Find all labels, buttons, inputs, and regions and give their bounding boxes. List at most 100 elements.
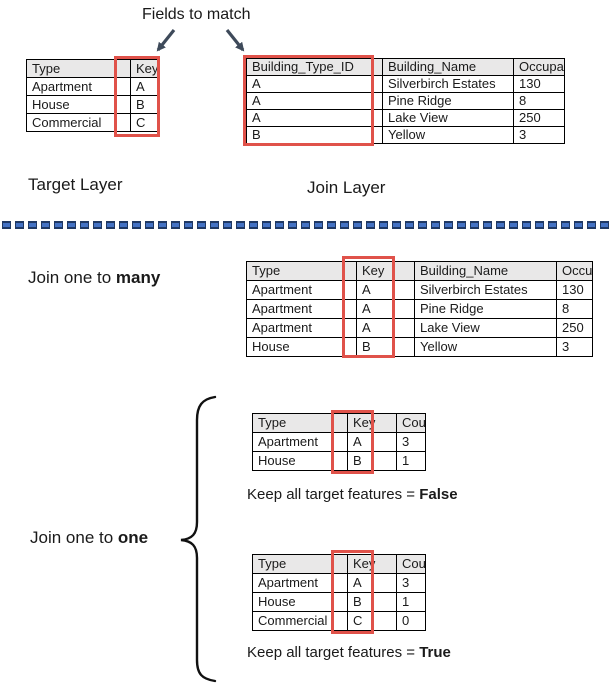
table-cell: Apartment — [252, 432, 348, 452]
table-cell: Commercial — [252, 611, 348, 631]
arrow-left-icon — [156, 29, 176, 52]
table-cell: 3 — [396, 573, 426, 593]
table-cell: A — [356, 280, 415, 300]
column-header: Occupants — [513, 58, 565, 76]
table-cell: Apartment — [26, 77, 131, 96]
header-row: TypeKeyCount — [252, 554, 426, 574]
keep-true-caption: Keep all target features = True — [247, 644, 451, 661]
column-header: Key — [356, 261, 415, 281]
table-cell: B — [356, 337, 415, 357]
curly-brace-icon — [180, 395, 217, 683]
table-cell: Silverbirch Estates — [414, 280, 557, 300]
table-cell: Silverbirch Estates — [382, 75, 514, 93]
table-cell: 3 — [396, 432, 426, 452]
keep-false-caption: Keep all target features = False — [247, 486, 458, 503]
table-cell: 3 — [513, 126, 565, 144]
table-cell: A — [347, 573, 397, 593]
table-cell: House — [252, 451, 348, 471]
table-cell: A — [356, 318, 415, 338]
fields-to-match-title: Fields to match — [142, 6, 251, 23]
keep-true-bold: True — [419, 644, 451, 661]
table-cell: Apartment — [246, 318, 357, 338]
column-header: Key — [130, 59, 158, 78]
column-header: Key — [347, 413, 397, 433]
table-cell: Yellow — [414, 337, 557, 357]
join-one-to-one-prefix: Join one to — [30, 528, 118, 547]
dashed-divider — [2, 221, 613, 229]
table-cell: 250 — [556, 318, 593, 338]
table-cell: A — [347, 432, 397, 452]
table-cell: 1 — [396, 592, 426, 612]
column-header: Building_Name — [414, 261, 557, 281]
column-header: Type — [252, 554, 348, 574]
table-cell: 8 — [556, 299, 593, 319]
table-cell: A — [246, 109, 383, 127]
table-cell: A — [246, 75, 383, 93]
table-cell: A — [130, 77, 158, 96]
join-one-to-many-prefix: Join one to — [28, 268, 116, 287]
table-cell: 1 — [396, 451, 426, 471]
keep-false-bold: False — [419, 486, 458, 503]
table-cell: House — [26, 95, 131, 114]
column-header: Type — [252, 413, 348, 433]
table-cell: B — [347, 451, 397, 471]
join-table: Building_Type_IDBuilding_NameOccupantsAS… — [246, 58, 565, 144]
column-header: Building_Name — [382, 58, 514, 76]
table-cell: 8 — [513, 92, 565, 110]
table-cell: 130 — [556, 280, 593, 300]
table-cell: 3 — [556, 337, 593, 357]
table-cell: C — [130, 113, 158, 132]
one-to-many-table: TypeKeyBuilding_NameOccupantsApartmentAS… — [246, 261, 593, 357]
table-cell: Apartment — [252, 573, 348, 593]
join-one-to-many-label: Join one to many — [28, 268, 160, 288]
column-header: Type — [246, 261, 357, 281]
table-cell: 130 — [513, 75, 565, 93]
table-cell: 0 — [396, 611, 426, 631]
column-header: Count — [396, 554, 426, 574]
table-cell: 250 — [513, 109, 565, 127]
one-to-one-true-table: TypeKeyCountApartmentA3HouseB1Commercial… — [252, 554, 426, 631]
column-header: Type — [26, 59, 131, 78]
join-one-to-one-label: Join one to one — [30, 528, 148, 548]
keep-true-prefix: Keep all target features = — [247, 644, 420, 661]
table-cell: Yellow — [382, 126, 514, 144]
table-cell: House — [252, 592, 348, 612]
one-to-one-false-table: TypeKeyCountApartmentA3HouseB1 — [252, 413, 426, 471]
table-cell: House — [246, 337, 357, 357]
table-cell: Lake View — [382, 109, 514, 127]
join-one-to-many-bold: many — [115, 268, 161, 287]
column-header: Building_Type_ID — [246, 58, 383, 76]
arrow-right-icon — [225, 29, 245, 52]
table-cell: B — [246, 126, 383, 144]
join-layer-label: Join Layer — [307, 178, 386, 197]
column-header: Key — [347, 554, 397, 574]
table-cell: Apartment — [246, 299, 357, 319]
table-cell: C — [347, 611, 397, 631]
header-row: TypeKeyCount — [252, 413, 426, 433]
table-cell: Commercial — [26, 113, 131, 132]
table-cell: Lake View — [414, 318, 557, 338]
table-cell: B — [347, 592, 397, 612]
column-header: Count — [396, 413, 426, 433]
table-cell: Pine Ridge — [414, 299, 557, 319]
table-cell: Pine Ridge — [382, 92, 514, 110]
table-cell: A — [246, 92, 383, 110]
